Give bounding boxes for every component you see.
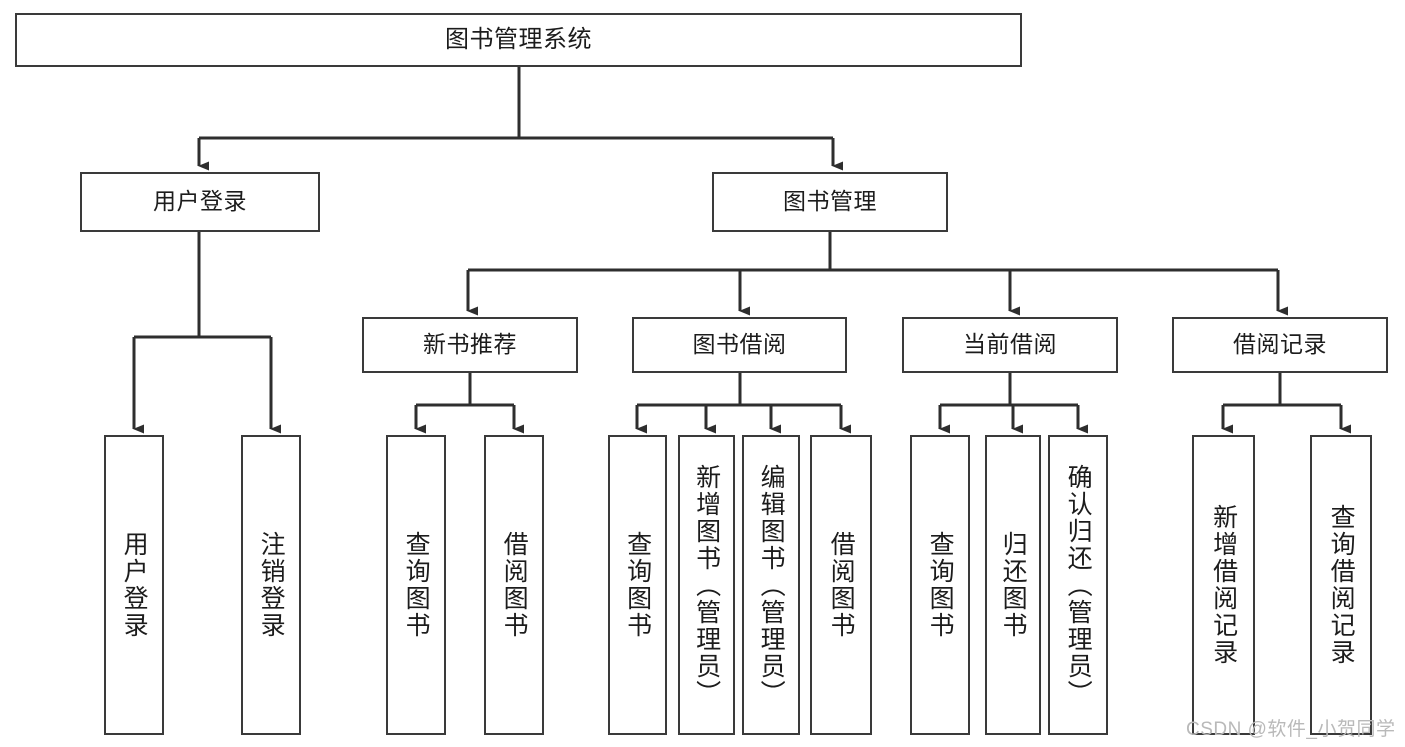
node-label: 查询图书 xyxy=(402,531,431,639)
node-label: 借阅记录 xyxy=(1233,331,1327,358)
leaf-logout[interactable]: 注销登录 xyxy=(241,435,301,735)
node-borrow-record[interactable]: 借阅记录 xyxy=(1172,317,1388,373)
node-label: 查询图书 xyxy=(926,531,955,639)
node-label: 编辑图书（管理员） xyxy=(757,463,786,707)
node-new-book-recommend[interactable]: 新书推荐 xyxy=(362,317,578,373)
node-label: 注销登录 xyxy=(257,531,286,639)
node-label: 用户登录 xyxy=(120,531,149,639)
node-label: 借阅图书 xyxy=(500,531,529,639)
node-user-login[interactable]: 用户登录 xyxy=(80,172,320,232)
leaf-confirm-return[interactable]: 确认归还（管理员） xyxy=(1048,435,1108,735)
leaf-borrow-book[interactable]: 借阅图书 xyxy=(810,435,872,735)
leaf-edit-book[interactable]: 编辑图书（管理员） xyxy=(742,435,800,735)
leaf-add-borrow-record[interactable]: 新增借阅记录 xyxy=(1192,435,1255,735)
node-label: 用户登录 xyxy=(153,188,247,215)
node-label: 图书管理 xyxy=(783,188,877,215)
node-label: 借阅图书 xyxy=(827,531,856,639)
watermark: CSDN @软件_小贺同学 xyxy=(1186,719,1396,740)
node-label: 查询借阅记录 xyxy=(1327,504,1356,666)
node-label: 图书借阅 xyxy=(692,331,787,358)
node-label: 图书管理系统 xyxy=(445,25,592,53)
leaf-add-book[interactable]: 新增图书（管理员） xyxy=(678,435,735,735)
leaf-query-book-borrow[interactable]: 查询图书 xyxy=(608,435,667,735)
leaf-query-book-current[interactable]: 查询图书 xyxy=(910,435,970,735)
node-current-borrow[interactable]: 当前借阅 xyxy=(902,317,1118,373)
leaf-return-book[interactable]: 归还图书 xyxy=(985,435,1041,735)
node-label: 归还图书 xyxy=(999,531,1028,639)
node-label: 新增借阅记录 xyxy=(1209,504,1238,666)
node-label: 当前借阅 xyxy=(963,331,1057,358)
leaf-borrow-book-recommend[interactable]: 借阅图书 xyxy=(484,435,544,735)
node-label: 新增图书（管理员） xyxy=(692,463,721,707)
node-book-borrow[interactable]: 图书借阅 xyxy=(632,317,847,373)
node-label: 新书推荐 xyxy=(423,331,517,358)
node-root-system[interactable]: 图书管理系统 xyxy=(15,13,1022,67)
node-book-manage[interactable]: 图书管理 xyxy=(712,172,948,232)
leaf-user-login[interactable]: 用户登录 xyxy=(104,435,164,735)
leaf-query-borrow-record[interactable]: 查询借阅记录 xyxy=(1310,435,1372,735)
node-label: 确认归还（管理员） xyxy=(1064,463,1093,707)
node-label: 查询图书 xyxy=(623,531,652,639)
leaf-query-book-recommend[interactable]: 查询图书 xyxy=(386,435,446,735)
